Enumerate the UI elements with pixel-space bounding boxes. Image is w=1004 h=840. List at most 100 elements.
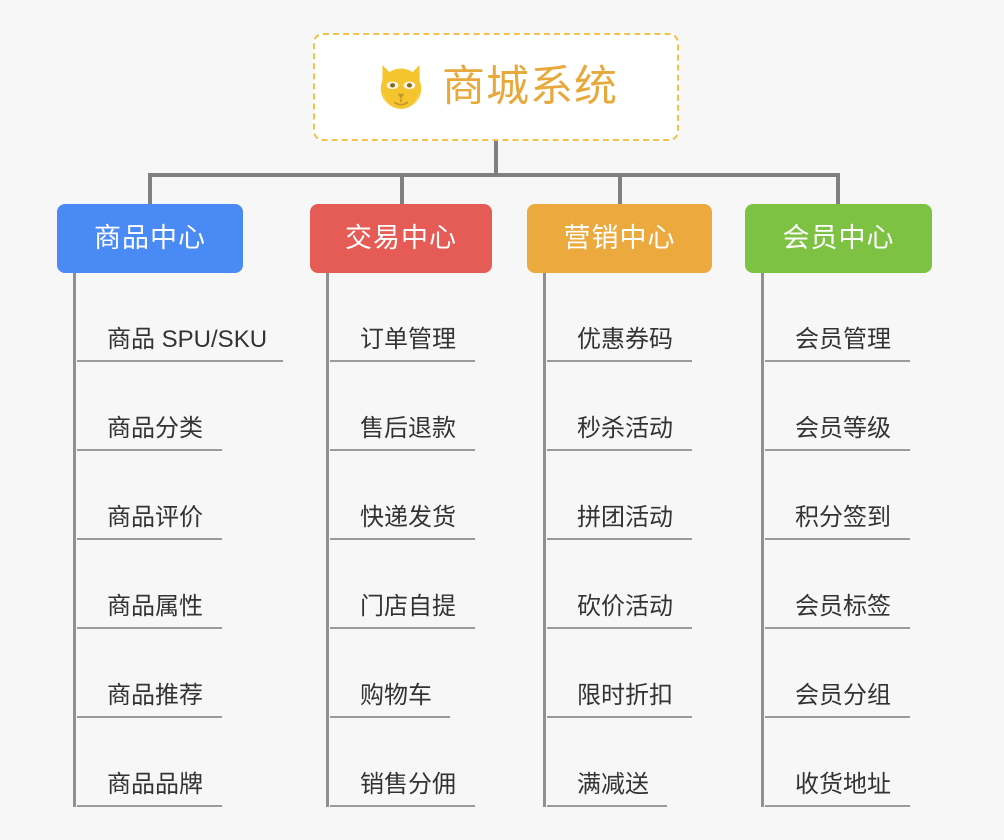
- leaf-list-product-center: 商品 SPU/SKU 商品分类 商品评价 商品属性 商品推荐 商品品牌: [57, 273, 283, 807]
- leaf-rule: [765, 360, 910, 362]
- leaf-rule: [77, 805, 222, 807]
- leaf-label: 收货地址: [795, 771, 891, 798]
- leaf-item[interactable]: 商品推荐: [61, 629, 243, 718]
- leaf-spine: [543, 273, 546, 807]
- leaf-item[interactable]: 商品品牌: [61, 718, 243, 807]
- leaf-rule: [547, 360, 692, 362]
- root-node-shop-system[interactable]: 商城系统: [313, 33, 679, 141]
- leaf-rule: [547, 538, 692, 540]
- leaf-rule: [77, 538, 222, 540]
- leaf-label: 订单管理: [360, 326, 456, 353]
- leaf-item[interactable]: 订单管理: [314, 273, 492, 362]
- leaf-rule: [547, 627, 692, 629]
- column-member-center: 会员中心 会员管理 会员等级 积分签到 会员标签 会员分组: [745, 204, 932, 807]
- leaf-rule: [547, 716, 692, 718]
- leaf-item[interactable]: 商品属性: [61, 540, 243, 629]
- leaf-item[interactable]: 售后退款: [314, 362, 492, 451]
- leaf-label: 满减送: [577, 771, 649, 798]
- category-box-marketing-center[interactable]: 营销中心: [527, 204, 712, 273]
- category-box-trade-center[interactable]: 交易中心: [310, 204, 492, 273]
- category-box-product-center[interactable]: 商品中心: [57, 204, 243, 273]
- leaf-rule: [547, 449, 692, 451]
- leaf-item[interactable]: 优惠券码: [531, 273, 712, 362]
- shiba-dog-face-icon: [380, 65, 422, 111]
- leaf-label: 商品 SPU/SKU: [107, 326, 268, 353]
- leaf-label: 商品推荐: [107, 682, 203, 709]
- connector-horizontal-bar: [148, 173, 840, 177]
- leaf-label: 快递发货: [360, 504, 456, 531]
- category-label-member-center: 会员中心: [782, 223, 895, 253]
- leaf-item[interactable]: 会员管理: [749, 273, 932, 362]
- category-label-trade-center: 交易中心: [345, 223, 457, 253]
- leaf-label: 购物车: [360, 682, 432, 709]
- leaf-label: 商品分类: [107, 415, 203, 442]
- leaf-rule: [765, 538, 910, 540]
- connector-drop-member-center: [836, 173, 840, 206]
- leaf-item[interactable]: 门店自提: [314, 540, 492, 629]
- leaf-rule: [330, 360, 475, 362]
- leaf-rule: [330, 716, 450, 718]
- leaf-spine: [761, 273, 764, 807]
- leaf-label: 会员管理: [795, 326, 891, 353]
- leaf-label: 会员分组: [795, 682, 891, 709]
- leaf-spine: [73, 273, 76, 807]
- leaf-label: 会员标签: [795, 593, 891, 620]
- leaf-item[interactable]: 积分签到: [749, 451, 932, 540]
- leaf-label: 优惠券码: [577, 326, 673, 353]
- leaf-item[interactable]: 限时折扣: [531, 629, 712, 718]
- root-title: 商城系统: [442, 62, 618, 111]
- leaf-item[interactable]: 销售分佣: [314, 718, 492, 807]
- leaf-rule: [330, 805, 475, 807]
- leaf-rule: [547, 805, 667, 807]
- connector-drop-trade-center: [400, 173, 404, 206]
- leaf-rule: [765, 627, 910, 629]
- leaf-label: 积分签到: [795, 504, 891, 531]
- leaf-item[interactable]: 拼团活动: [531, 451, 712, 540]
- leaf-rule: [330, 449, 475, 451]
- leaf-label: 拼团活动: [577, 504, 673, 531]
- leaf-item[interactable]: 商品 SPU/SKU: [61, 273, 283, 362]
- leaf-label: 限时折扣: [577, 682, 673, 709]
- leaf-item[interactable]: 快递发货: [314, 451, 492, 540]
- leaf-label: 秒杀活动: [577, 415, 673, 442]
- leaf-item[interactable]: 商品分类: [61, 362, 243, 451]
- leaf-rule: [765, 449, 910, 451]
- column-product-center: 商品中心 商品 SPU/SKU 商品分类 商品评价 商品属性 商品推荐: [57, 204, 283, 807]
- leaf-rule: [765, 716, 910, 718]
- leaf-item[interactable]: 会员等级: [749, 362, 932, 451]
- leaf-item[interactable]: 商品评价: [61, 451, 243, 540]
- leaf-rule: [77, 360, 283, 362]
- category-box-member-center[interactable]: 会员中心: [745, 204, 932, 273]
- leaf-item[interactable]: 购物车: [314, 629, 492, 718]
- leaf-label: 商品属性: [107, 593, 203, 620]
- leaf-list-member-center: 会员管理 会员等级 积分签到 会员标签 会员分组 收货地址: [745, 273, 932, 807]
- leaf-list-marketing-center: 优惠券码 秒杀活动 拼团活动 砍价活动 限时折扣 满减送: [527, 273, 712, 807]
- leaf-item[interactable]: 秒杀活动: [531, 362, 712, 451]
- leaf-label: 销售分佣: [360, 771, 456, 798]
- leaf-label: 门店自提: [360, 593, 456, 620]
- leaf-label: 商品评价: [107, 504, 203, 531]
- leaf-rule: [77, 449, 222, 451]
- leaf-label: 售后退款: [360, 415, 456, 442]
- category-label-product-center: 商品中心: [94, 223, 206, 253]
- leaf-rule: [77, 627, 222, 629]
- connector-drop-marketing-center: [618, 173, 622, 206]
- leaf-item[interactable]: 收货地址: [749, 718, 932, 807]
- leaf-spine: [326, 273, 329, 807]
- leaf-item[interactable]: 砍价活动: [531, 540, 712, 629]
- leaf-item[interactable]: 满减送: [531, 718, 712, 807]
- column-marketing-center: 营销中心 优惠券码 秒杀活动 拼团活动 砍价活动 限时折扣: [527, 204, 712, 807]
- column-trade-center: 交易中心 订单管理 售后退款 快递发货 门店自提 购物车: [310, 204, 492, 807]
- leaf-rule: [330, 538, 475, 540]
- connector-drop-product-center: [148, 173, 152, 206]
- leaf-rule: [765, 805, 910, 807]
- leaf-label: 商品品牌: [107, 771, 203, 798]
- leaf-list-trade-center: 订单管理 售后退款 快递发货 门店自提 购物车 销售分佣: [310, 273, 492, 807]
- leaf-item[interactable]: 会员标签: [749, 540, 932, 629]
- category-label-marketing-center: 营销中心: [563, 223, 676, 253]
- leaf-label: 会员等级: [795, 415, 891, 442]
- leaf-item[interactable]: 会员分组: [749, 629, 932, 718]
- leaf-rule: [330, 627, 475, 629]
- connector-root-stem: [494, 141, 498, 177]
